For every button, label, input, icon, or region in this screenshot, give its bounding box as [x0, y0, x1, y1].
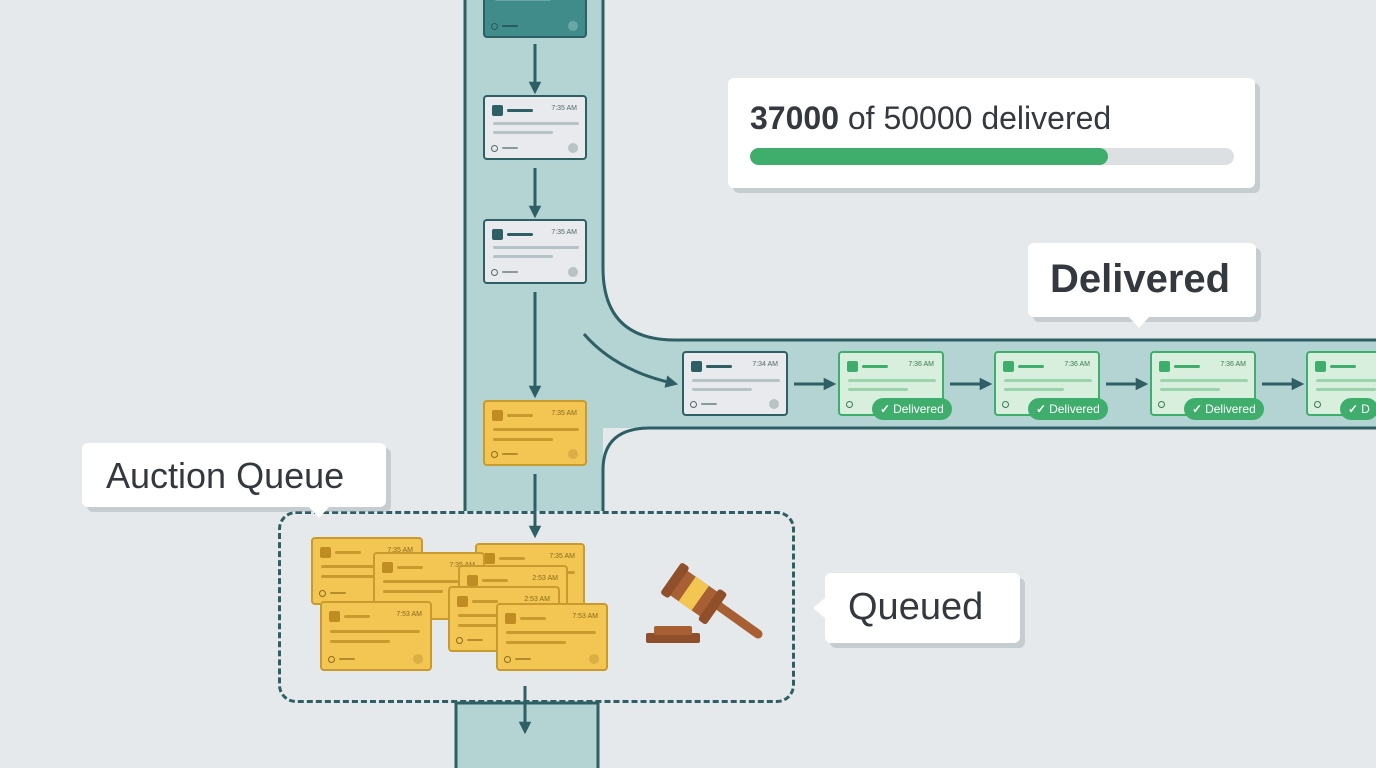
auction-queue-label: Auction Queue — [106, 455, 345, 496]
message-time: 7:36 AM — [1220, 361, 1246, 368]
progress-suffix: delivered — [981, 100, 1112, 136]
progress-text: 37000 of 50000 delivered — [750, 100, 1111, 137]
auction-queue-callout: Auction Queue — [82, 443, 386, 518]
queued-card: 7:53 AM — [320, 601, 432, 671]
message-time: 7:35 AM — [387, 547, 413, 554]
progress-connector: of — [847, 100, 875, 136]
check-icon: ✓ — [1192, 402, 1203, 416]
message-time: 7:35 AM — [551, 229, 577, 236]
message-card — [483, 0, 587, 38]
check-icon: ✓ — [1036, 402, 1047, 416]
auction-queue-box — [278, 511, 795, 703]
message-time: 7:35 AM — [551, 410, 577, 417]
message-time: 7:36 AM — [1064, 361, 1090, 368]
queued-label: Queued — [848, 586, 984, 628]
bottom-pipe — [454, 701, 600, 768]
message-time: 7:53 AM — [572, 613, 598, 620]
message-card: 7:36 AM — [1150, 351, 1256, 416]
message-time: 7:36 AM — [908, 361, 934, 368]
delivered-callout: Delivered — [1028, 243, 1256, 328]
delivered-label: Delivered — [1050, 257, 1231, 301]
message-time: 2:53 AM — [524, 596, 550, 603]
message-time: 7:35 AM — [549, 553, 575, 560]
message-time: 7:34 AM — [752, 361, 778, 368]
delivered-badge-partial: ✓D — [1340, 398, 1376, 420]
check-icon: ✓ — [1348, 402, 1359, 416]
message-card — [1306, 351, 1376, 416]
message-card: 7:35 AM — [483, 95, 587, 160]
progress-bar — [750, 148, 1234, 165]
check-icon: ✓ — [880, 402, 891, 416]
pipe-lower-wall — [601, 426, 1376, 511]
delivered-count: 37000 — [750, 100, 839, 136]
message-time: 2:53 AM — [532, 575, 558, 582]
delivered-badge: ✓Delivered — [1028, 398, 1108, 420]
pipe-upper-wall — [601, 0, 1376, 342]
message-card: 7:35 AM — [483, 400, 587, 466]
message-time: 7:35 AM — [551, 105, 577, 112]
delivered-badge: ✓Delivered — [872, 398, 952, 420]
arrow-branch — [582, 333, 679, 388]
queued-card: 7:53 AM — [496, 603, 608, 671]
message-time: 7:53 AM — [396, 611, 422, 618]
queued-callout: Queued — [813, 573, 1020, 643]
message-card: 7:35 AM — [483, 219, 587, 284]
message-card: 7:34 AM — [682, 351, 788, 416]
delivered-badge: ✓Delivered — [1184, 398, 1264, 420]
total-count: 50000 — [883, 100, 973, 136]
gavel-icon — [646, 563, 763, 643]
progress-panel: 37000 of 50000 delivered — [728, 78, 1255, 188]
progress-bar-fill — [750, 148, 1109, 165]
